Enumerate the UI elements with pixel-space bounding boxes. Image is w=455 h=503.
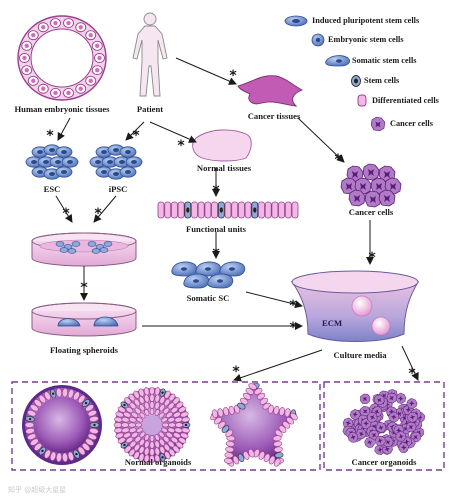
embryonic-tissue-ring: [17, 15, 107, 101]
svg-text:*: *: [334, 152, 342, 168]
cancer-cells-cluster: [340, 163, 402, 208]
normal-organoids-box: [11, 381, 321, 471]
organoid-star: [210, 382, 298, 467]
functional-units-label: Functional units: [186, 224, 246, 234]
somatic-stem-cell-icon: [325, 55, 350, 67]
culture-media-label: Culture media: [333, 350, 387, 360]
functional-units-strip: [157, 201, 299, 219]
cancer-cell-icon: [370, 116, 386, 132]
svg-text:*: *: [289, 320, 297, 336]
differentiated-cell-icon: [357, 94, 367, 107]
petri-dish-top: [31, 232, 137, 267]
legend-esc-label: Embryonic stem cells: [328, 35, 404, 44]
svg-text:*: *: [408, 366, 416, 382]
flow-arrows: [55, 57, 419, 382]
patient-label: Patient: [136, 104, 164, 114]
svg-text:*: *: [132, 128, 140, 144]
floating-spheroids-label: Floating spheroids: [50, 345, 118, 355]
esc-label: ESC: [43, 184, 61, 194]
normal-tissue-blob: [192, 129, 252, 162]
esc-cell-icon: [311, 33, 325, 47]
somatic-sc-label: Somatic SC: [186, 293, 230, 303]
cancer-tissue-blob: [237, 75, 304, 107]
svg-text:*: *: [289, 298, 297, 314]
svg-text:*: *: [94, 206, 102, 222]
asterisk-marks: * * * * * * * * * * * * * * *: [46, 68, 416, 382]
legend-stem-label: Stem cells: [364, 76, 400, 85]
normal-organoids-label: Normal organoids: [124, 457, 192, 467]
svg-text:*: *: [46, 128, 54, 144]
legend-ipsc-label: Induced pluripotent stem cells: [312, 16, 420, 25]
svg-text:*: *: [62, 206, 70, 222]
svg-text:*: *: [368, 250, 376, 266]
petri-dish-spheroids: [31, 302, 137, 337]
ipsc-cluster: [89, 144, 143, 180]
cancer-organoid-mass: [340, 388, 427, 457]
legend-somatic-label: Somatic stem cells: [352, 56, 417, 65]
ecm-label: ECM: [322, 318, 343, 328]
svg-text:*: *: [232, 364, 240, 380]
somatic-sc-cluster: [171, 261, 246, 289]
cancer-organoids-label: Cancer organoids: [351, 457, 417, 467]
svg-text:*: *: [177, 138, 185, 154]
legend-cancer-label: Cancer cells: [390, 119, 433, 128]
svg-text:*: *: [212, 183, 220, 199]
svg-text:*: *: [229, 68, 237, 84]
organoid-sphere: [22, 385, 102, 465]
svg-text:*: *: [212, 246, 220, 262]
cancer-tissues-label: Cancer tissues: [247, 111, 301, 121]
ipsc-label: iPSC: [108, 184, 128, 194]
ipsc-cell-icon: [284, 15, 308, 27]
esc-cluster: [25, 144, 79, 180]
cancer-cells-label: Cancer cells: [348, 207, 394, 217]
svg-text:*: *: [80, 280, 88, 296]
human-embryonic-tissues-label: Human embryonic tissues: [14, 104, 110, 114]
culture-vessel: [290, 270, 420, 342]
organoid-lumen: [113, 386, 191, 464]
stem-cell-icon: [351, 75, 361, 87]
patient-figure: [132, 12, 168, 97]
normal-tissues-label: Normal tissues: [196, 163, 252, 173]
legend-icons: [284, 15, 386, 132]
watermark: 知乎 @超级大星星: [8, 486, 67, 494]
legend-differentiated-label: Differentiated cells: [372, 96, 439, 105]
cancer-organoids-box: [323, 381, 445, 471]
